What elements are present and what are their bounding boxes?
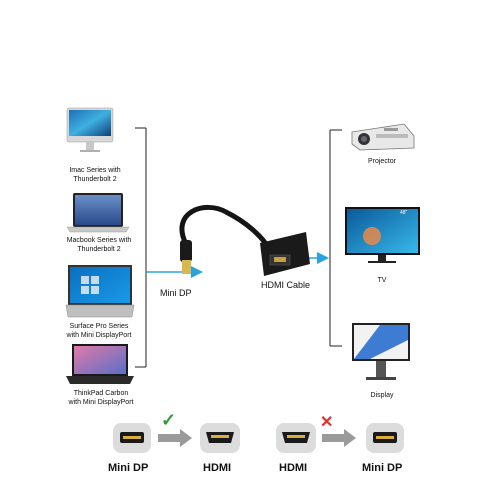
cross-icon: ✕ [320, 414, 334, 431]
adapter-cable [179, 205, 310, 276]
surface-label: Surface Pro Series with Mini DisplayPort [44, 322, 154, 340]
connector-minidp-left [113, 423, 151, 453]
tv-screen-text: 48" [400, 210, 408, 216]
imac-label-line2: Thunderbolt 2 [73, 176, 117, 183]
thinkpad-device [66, 344, 134, 384]
bottom-minidp-right-label: Mini DP [362, 462, 403, 474]
bottom-minidp-left-label: Mini DP [108, 462, 149, 474]
tv-label: TV [377, 277, 387, 284]
display-device [352, 323, 410, 380]
macbook-label: Macbook Series with Thunderbolt 2 [44, 236, 154, 254]
macbook-label-line2: Thunderbolt 2 [77, 246, 121, 253]
bottom-hdmi-left-label: HDMI [203, 462, 232, 474]
hdmi-cable-label: HDMI Cable [261, 280, 311, 290]
supported-arrow [158, 429, 192, 447]
imac-device [66, 107, 114, 152]
projector-device [351, 123, 415, 151]
projector-label: Projector [367, 158, 396, 165]
imac-label: Imac Series with Thunderbolt 2 [40, 166, 150, 184]
imac-label-line1: Imac Series with [69, 167, 121, 174]
macbook-device [66, 193, 130, 233]
thinkpad-label: ThinkPad Carbon with Mini DisplayPort [46, 389, 156, 407]
unsupported-arrow [322, 429, 356, 447]
display-label: Display [370, 392, 394, 399]
surface-device [65, 265, 135, 318]
connector-minidp-right [366, 423, 404, 453]
surface-label-line2: with Mini DisplayPort [66, 332, 132, 339]
left-bracket [135, 127, 147, 368]
mini-dp-label: Mini DP [160, 288, 192, 298]
connector-hdmi-right [276, 423, 316, 453]
thinkpad-label-line2: with Mini DisplayPort [68, 399, 134, 406]
tv-device [345, 207, 420, 263]
thinkpad-label-line1: ThinkPad Carbon [73, 390, 129, 397]
surface-label-line1: Surface Pro Series [69, 323, 129, 330]
right-bracket [329, 129, 342, 347]
check-icon: ✓ [161, 410, 177, 430]
connector-hdmi-left [200, 423, 240, 453]
macbook-label-line1: Macbook Series with [66, 237, 132, 244]
bottom-hdmi-right-label: HDMI [279, 462, 308, 474]
